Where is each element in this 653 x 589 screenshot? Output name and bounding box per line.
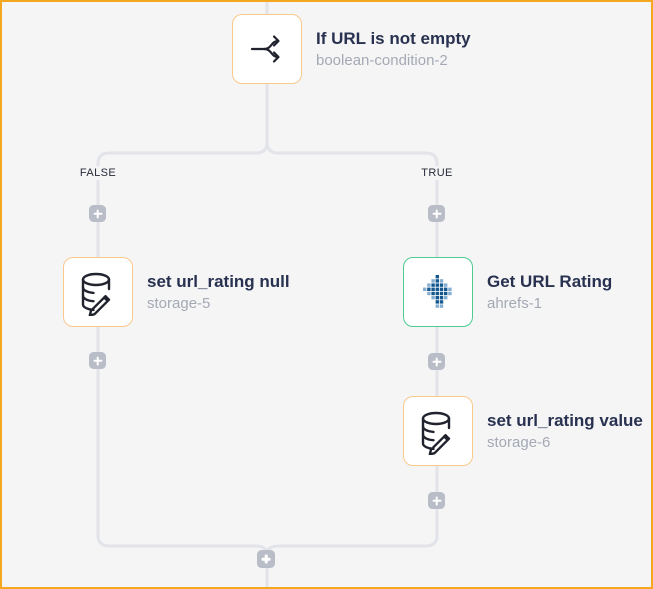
- add-node-button-true-top[interactable]: [428, 205, 445, 222]
- node-subtitle: storage-6: [487, 433, 551, 451]
- branch-label-true: TRUE: [418, 166, 456, 180]
- database-edit-icon: [63, 257, 133, 327]
- add-node-button-true-bottom[interactable]: [428, 492, 445, 509]
- node-storage-6[interactable]: set url_rating value storage-6: [403, 396, 643, 466]
- database-edit-icon: [403, 396, 473, 466]
- node-title: If URL is not empty: [316, 28, 471, 48]
- node-subtitle: ahrefs-1: [487, 294, 543, 312]
- wire-false-branch: [96, 141, 269, 552]
- branch-condition-icon: [232, 14, 302, 84]
- branch-label-false: FALSE: [76, 166, 120, 180]
- node-storage-5[interactable]: set url_rating null storage-5: [63, 257, 290, 327]
- node-title: set url_rating null: [147, 271, 290, 291]
- wire-true-branch: [265, 141, 439, 552]
- add-node-button-merge[interactable]: [257, 550, 275, 568]
- node-subtitle: boolean-condition-2: [316, 51, 448, 69]
- node-title: Get URL Rating: [487, 271, 613, 291]
- add-node-button-false-top[interactable]: [89, 205, 106, 222]
- node-title: set url_rating value: [487, 410, 643, 430]
- add-node-button-true-middle[interactable]: [428, 353, 445, 370]
- node-ahrefs-1[interactable]: Get URL Rating ahrefs-1: [403, 257, 612, 327]
- node-boolean-condition-2[interactable]: If URL is not empty boolean-condition-2: [232, 14, 471, 84]
- add-node-button-false-bottom[interactable]: [89, 352, 106, 369]
- node-subtitle: storage-5: [147, 294, 211, 312]
- ahrefs-icon: [403, 257, 473, 327]
